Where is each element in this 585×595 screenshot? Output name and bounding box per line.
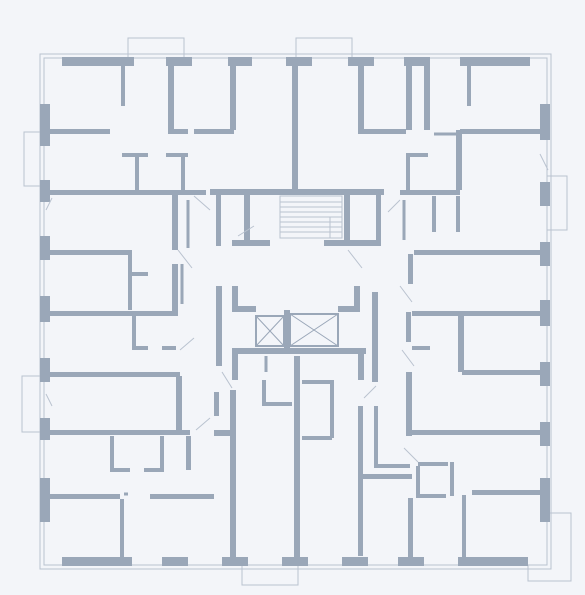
balcony-top-center [295, 37, 353, 58]
balcony-top-left [127, 37, 185, 58]
balcony-left-upper [23, 131, 44, 187]
partitions [124, 132, 456, 496]
balcony-bottom-right [527, 512, 572, 582]
interior-walls [50, 66, 540, 558]
doors [45, 153, 549, 463]
elevator-left [255, 315, 285, 347]
exterior-walls [40, 57, 550, 566]
balconies [21, 37, 572, 586]
balcony-bottom-center [241, 565, 299, 586]
balcony-right-upper [547, 175, 568, 231]
staircase [279, 195, 343, 239]
balcony-left-lower [21, 375, 44, 433]
elevator-right [289, 313, 339, 347]
